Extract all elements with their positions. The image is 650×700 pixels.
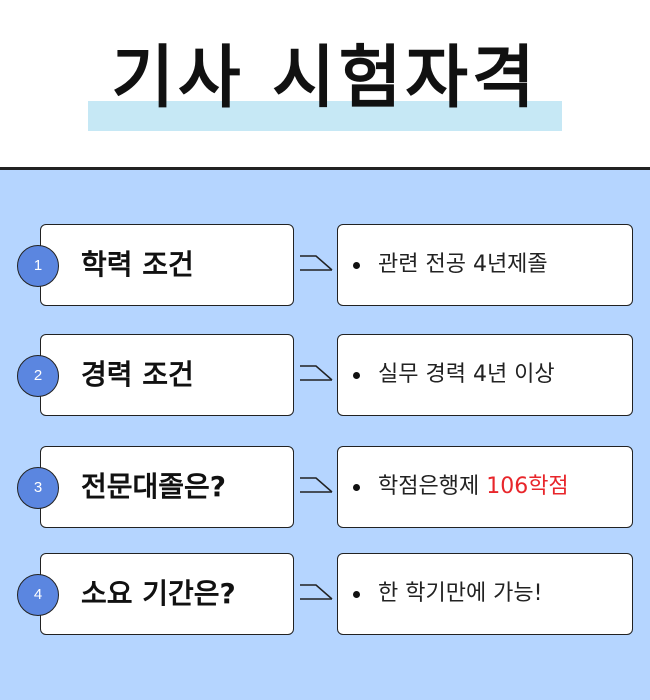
header-divider [0, 167, 650, 170]
requirements-panel: 학력 조건 1 관련 전공 4년제졸 경력 조건 2 실무 경력 4년 이상 전… [0, 170, 650, 700]
title-wrap: 기사 시험자격 [0, 30, 650, 140]
page-title: 기사 시험자격 [111, 39, 539, 118]
detail-box: 한 학기만에 가능! [337, 553, 633, 635]
condition-label: 경력 조건 [81, 358, 194, 391]
bullet-icon [353, 262, 360, 269]
detail-box: 학점은행제 106학점 [337, 446, 633, 528]
detail-box: 실무 경력 4년 이상 [337, 334, 633, 416]
number-badge: 4 [17, 574, 59, 616]
condition-box: 전문대졸은? [40, 446, 294, 528]
header: 기사 시험자격 [0, 0, 650, 168]
number-badge: 2 [17, 355, 59, 397]
arrow-icon [300, 584, 333, 600]
arrow-icon [300, 365, 333, 381]
condition-label: 학력 조건 [81, 248, 194, 281]
arrow-icon [300, 477, 333, 493]
number-badge: 3 [17, 467, 59, 509]
detail-box: 관련 전공 4년제졸 [337, 224, 633, 306]
detail-text: 학점은행제 106학점 [378, 474, 569, 499]
condition-box: 소요 기간은? [40, 553, 294, 635]
requirement-row-1: 학력 조건 1 관련 전공 4년제졸 [0, 224, 650, 308]
title-highlight [88, 101, 562, 131]
condition-box: 경력 조건 [40, 334, 294, 416]
bullet-icon [353, 484, 360, 491]
arrow-icon [300, 255, 333, 271]
requirement-row-2: 경력 조건 2 실무 경력 4년 이상 [0, 334, 650, 418]
requirement-row-3: 전문대졸은? 3 학점은행제 106학점 [0, 446, 650, 530]
detail-text: 한 학기만에 가능! [378, 581, 543, 606]
condition-box: 학력 조건 [40, 224, 294, 306]
bullet-icon [353, 372, 360, 379]
detail-text: 실무 경력 4년 이상 [378, 362, 555, 387]
requirement-row-4: 소요 기간은? 4 한 학기만에 가능! [0, 553, 650, 637]
bullet-icon [353, 591, 360, 598]
condition-label: 전문대졸은? [81, 470, 227, 503]
detail-text: 관련 전공 4년제졸 [378, 252, 548, 277]
number-badge: 1 [17, 245, 59, 287]
condition-label: 소요 기간은? [81, 577, 236, 610]
highlight-credits: 106학점 [486, 474, 569, 499]
